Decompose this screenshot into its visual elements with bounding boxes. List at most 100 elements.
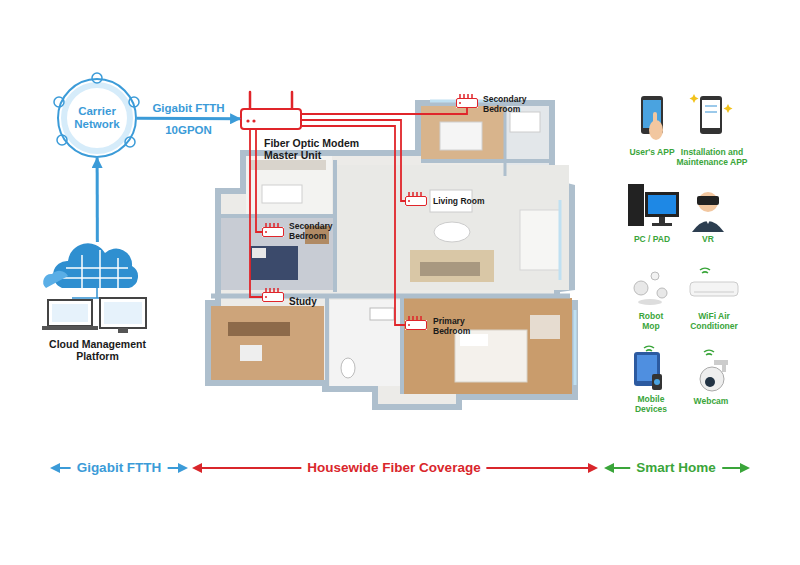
node-label: Primary Bedroom bbox=[433, 317, 481, 337]
floor-plan bbox=[420, 262, 480, 276]
room-unit-icon bbox=[405, 196, 427, 206]
air-conditioner-icon bbox=[690, 282, 738, 296]
room-unit-icon bbox=[405, 320, 427, 330]
room-unit-icon bbox=[456, 98, 478, 108]
floor-plan bbox=[574, 310, 577, 385]
vr-icon bbox=[692, 221, 724, 232]
modem-icon bbox=[246, 119, 249, 122]
air-conditioner-icon bbox=[690, 268, 738, 296]
webcam-icon bbox=[705, 377, 715, 387]
robot-mop-icon bbox=[657, 288, 667, 298]
floor-plan bbox=[404, 298, 572, 394]
mobile-icon bbox=[652, 374, 662, 390]
pc-icon bbox=[652, 223, 672, 226]
mobile-icon bbox=[644, 346, 654, 351]
floor-plan bbox=[370, 308, 394, 320]
cloud-icon bbox=[52, 304, 88, 322]
floor-plan bbox=[211, 306, 324, 380]
mobile-icon bbox=[654, 379, 660, 385]
node-label: Cloud Management Platform bbox=[32, 338, 163, 362]
edge-label: Gigabit FTTH 10GPON bbox=[143, 97, 235, 141]
floor-plan bbox=[559, 200, 562, 280]
webcam-icon bbox=[700, 367, 724, 391]
span-arrow bbox=[192, 463, 202, 473]
app-phone-icon bbox=[641, 96, 663, 134]
app-phone-icon bbox=[653, 112, 657, 126]
vr-icon bbox=[692, 192, 724, 232]
span-arrow bbox=[604, 463, 614, 473]
app-phone-icon bbox=[690, 94, 699, 103]
floor-plan bbox=[421, 106, 505, 160]
room-unit: Living Room bbox=[405, 196, 427, 206]
floor-plan bbox=[262, 185, 302, 203]
device-label: User's APP bbox=[620, 147, 684, 157]
span-arrow bbox=[178, 463, 188, 473]
room-unit-icon bbox=[408, 324, 410, 326]
fiber-line bbox=[302, 108, 467, 114]
cloud-icon bbox=[72, 297, 122, 299]
floor-plan bbox=[510, 112, 540, 132]
webcam-icon bbox=[714, 360, 728, 365]
floor-plan bbox=[252, 248, 266, 258]
cloud-icon bbox=[99, 250, 101, 288]
carrier-globe bbox=[125, 137, 135, 147]
carrier-globe bbox=[54, 73, 139, 151]
app-phone-icon bbox=[702, 100, 720, 128]
floor-plan bbox=[341, 358, 355, 378]
node-label: Living Room bbox=[433, 197, 503, 207]
floor-plan bbox=[205, 100, 578, 410]
room-unit: Study bbox=[262, 292, 284, 302]
cloud-icon bbox=[53, 243, 138, 288]
node-label: Fiber Optic Modem Master Unit bbox=[264, 137, 374, 161]
modem-icon bbox=[240, 92, 302, 130]
floor-plan bbox=[504, 106, 507, 176]
floor-plan bbox=[460, 334, 488, 346]
floor-plan bbox=[228, 322, 290, 336]
app-phone-icon bbox=[641, 94, 733, 140]
room-unit-icon bbox=[262, 292, 284, 302]
air-conditioner-icon bbox=[700, 268, 710, 273]
vr-icon bbox=[704, 216, 712, 224]
uplink-arrow bbox=[96, 158, 99, 242]
span-arrow bbox=[588, 463, 598, 473]
cloud-icon bbox=[117, 258, 119, 288]
span-arrow bbox=[740, 463, 750, 473]
carrier-globe bbox=[54, 97, 64, 107]
floor-plan bbox=[205, 100, 578, 410]
app-phone-icon bbox=[724, 104, 733, 113]
device-label: Mobile Devices bbox=[628, 394, 674, 414]
modem-icon bbox=[252, 119, 255, 122]
floor-plan bbox=[455, 330, 527, 382]
room-unit-icon bbox=[408, 200, 410, 202]
floor-plan bbox=[530, 315, 560, 339]
platform-icon: Cloud Management Platform bbox=[40, 242, 155, 332]
room-unit: Primary Bedroom bbox=[405, 320, 427, 330]
uplink-arrow bbox=[137, 117, 240, 121]
robot-mop-icon bbox=[651, 272, 659, 280]
fiber-line bbox=[302, 126, 405, 325]
mobile-icon bbox=[634, 346, 662, 390]
webcam-icon bbox=[704, 350, 714, 355]
carrier-globe bbox=[57, 135, 67, 145]
section-label: Housewide Fiber Coverage bbox=[301, 459, 486, 477]
floor-plan bbox=[333, 160, 337, 292]
network-circle: Carrier Network bbox=[57, 78, 137, 158]
device-label: Installation and Maintenance APP bbox=[671, 147, 753, 167]
device-label: Robot Mop bbox=[631, 311, 671, 331]
cloud-icon bbox=[118, 328, 128, 333]
floor-plan bbox=[325, 296, 329, 386]
floor-plan bbox=[520, 210, 560, 270]
fiber-line bbox=[302, 120, 405, 201]
cloud-icon bbox=[96, 288, 98, 298]
webcam-icon bbox=[722, 360, 726, 372]
floor-plan bbox=[240, 345, 262, 361]
cloud-icon bbox=[42, 243, 146, 333]
mobile-icon bbox=[634, 352, 660, 386]
floor-plan bbox=[505, 106, 549, 176]
pc-icon bbox=[659, 217, 665, 223]
mobile-icon bbox=[637, 355, 657, 381]
